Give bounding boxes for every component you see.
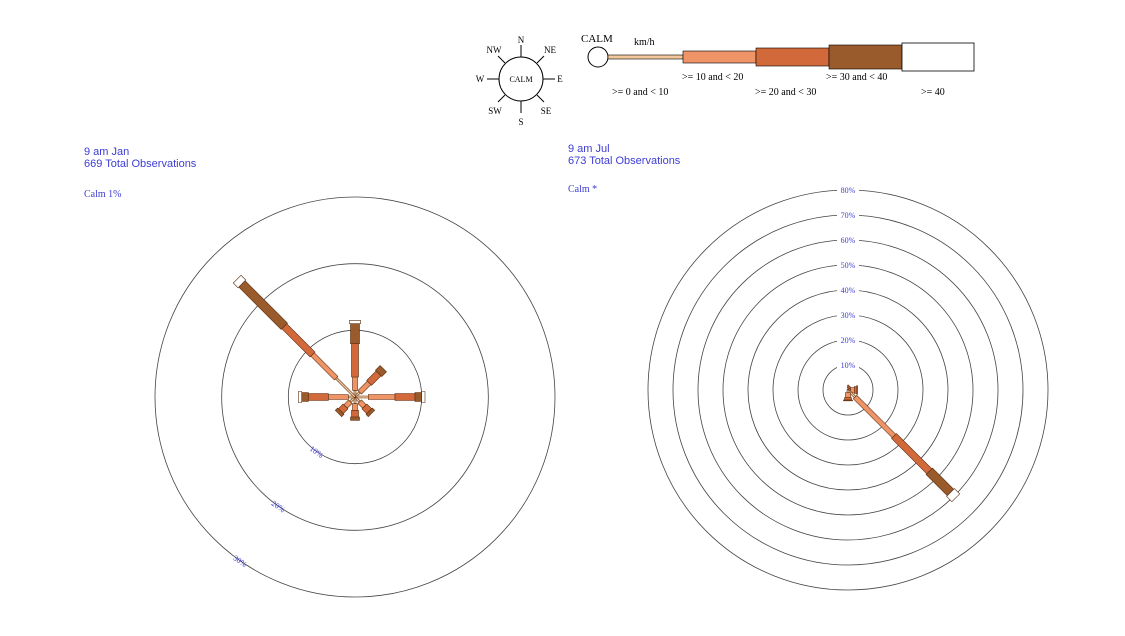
legend-bin-label-2: >= 20 and < 30 <box>755 87 816 98</box>
petal-n-bin-4 <box>349 319 361 325</box>
ring-label-1: 10% <box>308 444 325 460</box>
petal-w-bin-3 <box>301 392 309 402</box>
compass-n-label: N <box>518 35 525 45</box>
rose-jul-title: 9 am Jul <box>568 143 610 155</box>
petal-e-bin-3 <box>414 392 423 402</box>
ring-label-3: 30% <box>841 311 856 320</box>
rose-jan-title: 9 am Jan <box>84 146 130 158</box>
petal-w-bin-2 <box>307 393 329 401</box>
speed-legend: CALM km/h >= 0 and < 10 >= 10 and < 20 >… <box>581 33 975 98</box>
petal-nw-bin-2 <box>281 323 316 358</box>
ring-3 <box>154 196 556 598</box>
petal-n-bin-3 <box>350 323 360 345</box>
ring-label-3: 30% <box>231 553 248 569</box>
rose-jan-observations: 669 Total Observations <box>84 158 197 170</box>
petal-nw-bin-4 <box>232 274 247 289</box>
petal-s-bin-1 <box>352 403 358 411</box>
petal-nw-bin-1 <box>310 352 339 381</box>
legend-swatch-10-20 <box>682 50 757 64</box>
legend-unit-label: km/h <box>634 37 655 48</box>
compass-calm-label: CALM <box>509 75 532 84</box>
compass-ne-label: NE <box>544 45 556 55</box>
ring-label-8: 80% <box>841 186 856 195</box>
petal-s-bin-0 <box>846 389 850 393</box>
legend-calm-label: CALM <box>581 33 613 45</box>
ring-label-2: 20% <box>841 336 856 345</box>
petal-e-bin-1 <box>367 394 396 400</box>
legend-swatch-0-10 <box>607 54 684 60</box>
rose-jul-header: 9 am Jul 673 Total Observations <box>568 143 680 167</box>
petal-e-bin-4 <box>421 391 426 403</box>
ring-2 <box>221 263 489 531</box>
petal-w-bin-1 <box>327 394 349 400</box>
petal-e-bin-2 <box>394 393 416 401</box>
legend-bin-label-0: >= 0 and < 10 <box>612 87 668 98</box>
ring-label-7: 70% <box>841 211 856 220</box>
legend-bin-label-3: >= 30 and < 40 <box>826 72 887 83</box>
petal-w-bin-4 <box>297 391 303 403</box>
petal-se-bin-2 <box>891 433 933 475</box>
compass-e-label: E <box>557 74 563 84</box>
petal-s-bin-1 <box>845 392 851 398</box>
petal-se-bin-1 <box>852 394 897 439</box>
petal-s-bin-3 <box>350 416 360 421</box>
petal-e-bin-2 <box>853 386 858 394</box>
compass-se-label: SE <box>541 106 552 116</box>
ring-label-1: 10% <box>841 361 856 370</box>
legend-swatch-30-40 <box>828 44 903 70</box>
wind-rose-jan: 10% 20% 30% <box>154 196 556 598</box>
petal-s-bin-2 <box>351 409 359 418</box>
rose-jul-calm: Calm * <box>568 184 598 195</box>
ring-label-6: 60% <box>841 236 856 245</box>
compass-w-label: W <box>476 74 485 84</box>
petal-se-bin-3 <box>365 407 376 418</box>
petal-se-bin-4 <box>946 488 961 503</box>
wind-rose-jul: 10% 20% 30% 40% 50% 60% 70% 80% <box>647 185 1049 591</box>
ring-label-2: 20% <box>270 499 287 515</box>
petal-ne-bin-3 <box>374 365 387 378</box>
petal-n-bin-1 <box>352 376 358 391</box>
rose-jan-calm: Calm 1% <box>84 189 122 200</box>
petal-e-bin-3 <box>856 385 858 395</box>
ring-label-4: 40% <box>841 286 856 295</box>
petal-nw-bin-3 <box>238 280 288 330</box>
petal-s-bin-3 <box>843 399 853 402</box>
petal-n-bin-2 <box>351 343 359 378</box>
compass-nw-label: NW <box>487 45 502 55</box>
legend-swatch-20-30 <box>755 47 830 67</box>
petal-sw-bin-3 <box>334 407 345 418</box>
rose-jul-observations: 673 Total Observations <box>568 155 681 167</box>
compass-s-label: S <box>518 117 523 127</box>
legend-bin-label-4: >= 40 <box>921 87 945 98</box>
petal-s-bin-2 <box>844 397 852 401</box>
legend-bin-label-1: >= 10 and < 20 <box>682 72 743 83</box>
rose-jan-header: 9 am Jan 669 Total Observations <box>84 146 196 170</box>
legend-swatch-40-plus <box>901 42 975 72</box>
compass-legend: N NE E SE S SW W NW CALM <box>476 35 564 127</box>
petal-se-bin-3 <box>925 467 955 497</box>
ring-label-5: 50% <box>841 261 856 270</box>
compass-sw-label: SW <box>488 106 502 116</box>
